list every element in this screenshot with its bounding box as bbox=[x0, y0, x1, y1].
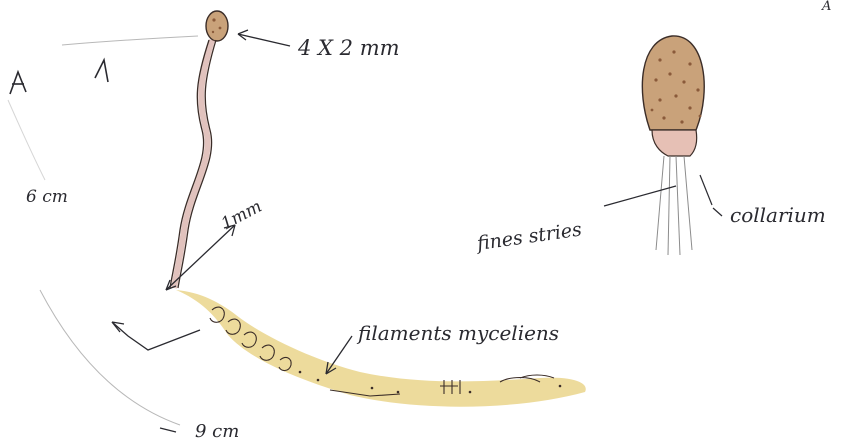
fine-striae-label: fines stries bbox=[474, 218, 584, 255]
mycelial-filaments-label: filaments myceliens bbox=[356, 321, 559, 345]
corner-mark: A bbox=[821, 0, 831, 14]
caret-marks bbox=[10, 60, 108, 94]
specimen-stipe bbox=[170, 40, 216, 288]
cap-size-label: 4 X 2 mm bbox=[297, 36, 400, 60]
collarium-label: collarium bbox=[730, 203, 826, 227]
height-6cm-label: 6 cm bbox=[26, 187, 68, 207]
detail-cap bbox=[604, 36, 722, 255]
mycelium-base bbox=[176, 290, 586, 407]
height-9cm-label: 9 cm bbox=[195, 421, 239, 441]
specimen-cap bbox=[206, 11, 228, 41]
guide-lines bbox=[8, 36, 198, 425]
stipe-width-label: 1mm bbox=[218, 197, 265, 235]
